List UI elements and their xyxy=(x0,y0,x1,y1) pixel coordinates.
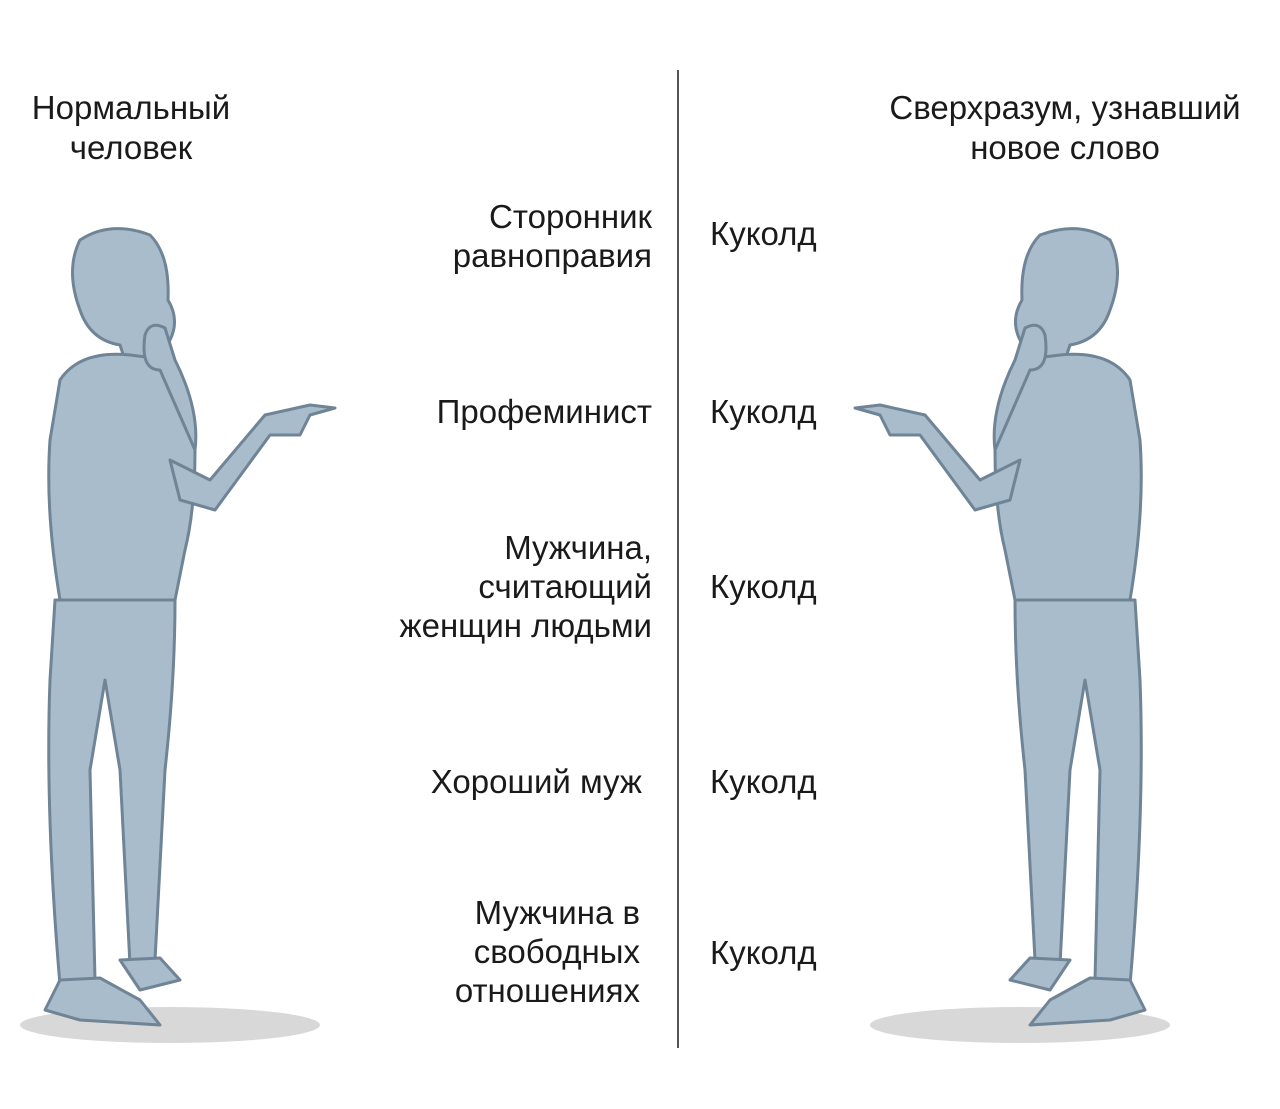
left-label-3: Мужчина, считающий женщин людьми xyxy=(399,529,652,644)
normal-person-figure xyxy=(20,227,337,1043)
galaxy-brain-figure xyxy=(853,227,1170,1043)
right-label-5: Куколд xyxy=(710,934,817,971)
left-label-5: Мужчина в свободных отношениях xyxy=(454,894,640,1009)
right-label-1: Куколд xyxy=(710,215,817,252)
left-label-2: Профеминист xyxy=(436,393,652,430)
right-label-4: Куколд xyxy=(710,763,817,800)
header-galaxy-brain: Сверхразум, узнавший новое слово xyxy=(889,89,1241,166)
center-divider xyxy=(677,70,679,1048)
left-label-1: Сторонник равноправия xyxy=(452,198,652,274)
header-normal-person: Нормальный человек xyxy=(31,89,231,166)
left-label-4: Хороший муж xyxy=(430,763,642,800)
right-label-2: Куколд xyxy=(710,393,817,430)
right-label-3: Куколд xyxy=(710,568,817,605)
